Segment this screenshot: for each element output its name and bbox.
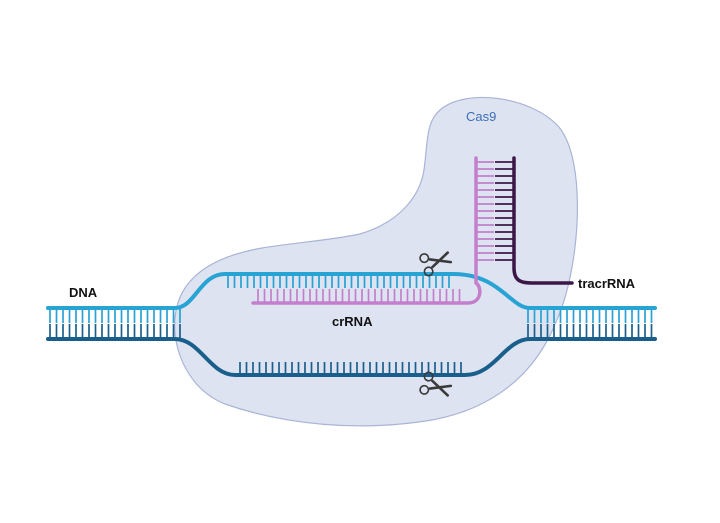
cas9-label: Cas9 [466, 109, 496, 124]
crrna-label: crRNA [332, 314, 373, 329]
tracrrna-strand [512, 156, 574, 285]
dna-label: DNA [69, 285, 98, 300]
crrna-strand [251, 156, 482, 305]
scissors-icon [419, 371, 453, 397]
dna-top-strand [46, 272, 657, 310]
tracrrna-label: tracrRNA [578, 276, 636, 291]
rna-base-pairs [257, 161, 513, 302]
dna-base-pairs [49, 276, 653, 374]
dna-bottom-strand [46, 337, 657, 377]
scissors-icon [419, 251, 453, 277]
